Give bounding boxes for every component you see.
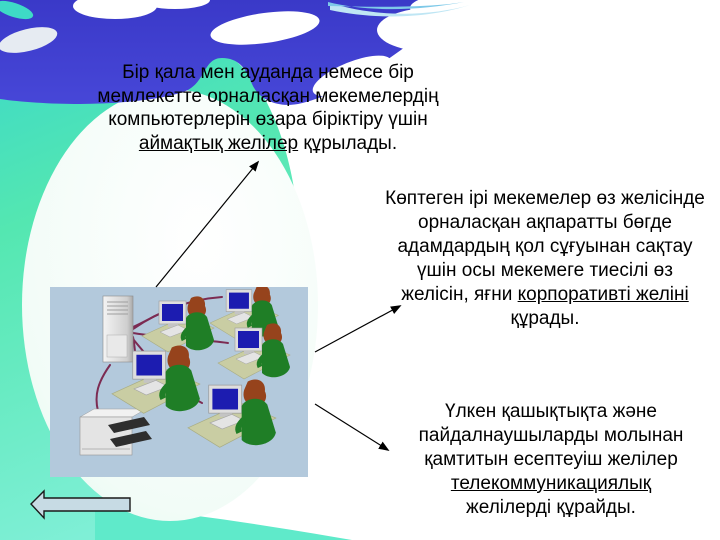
back-arrow-icon[interactable] [30, 489, 131, 520]
text-line: Көптеген ірі мекемелер өз желісінде [385, 188, 705, 209]
text-line: телекоммуникациялық [395, 472, 707, 496]
text-line: орналасқан ақпаратты бөгде [418, 212, 672, 233]
text-line: желісін, яғни корпоративті желіні [401, 284, 689, 305]
text-block-corporate-networks: Көптеген ірі мекемелер өз желісінде орнал… [378, 187, 712, 331]
teal-accent-patch [0, 0, 34, 20]
underlined-term: аймақтық желілер [138, 132, 299, 154]
blue-wisp-shape [328, 2, 470, 17]
text-block-telecom-networks: Үлкен қашықтықта және пайдалнаушыларды мо… [395, 400, 707, 520]
connector-arrow-to-telecom-text [314, 403, 390, 451]
text-line: компьютерлерін өзара біріктіру үшін [108, 109, 428, 130]
text-line: үшін осы мекемеге тиесілі өз [417, 260, 673, 281]
text-line: пайдалнаушыларды молынан [418, 425, 684, 446]
text-line: қамтитын есептеуіш желілер [424, 449, 678, 470]
underlined-term: корпоративті желіні [517, 284, 689, 305]
text-line: құрады. [510, 308, 580, 329]
text-line: желілерді құрайды. [466, 497, 636, 518]
network-clipart [50, 287, 308, 477]
text-line: аймақтық желілер құрылады. [138, 132, 398, 154]
text-line: Үлкен қашықтықта және [445, 401, 657, 422]
text-line: мемлекетте орналасқан мекемелердің [97, 85, 439, 107]
connector-arrow-to-regional-text [155, 160, 260, 288]
underlined-term: телекоммуникациялық [450, 473, 652, 494]
printer-graphic [79, 408, 152, 456]
back-arrow-button[interactable] [18, 482, 136, 524]
server-tower-graphic [102, 295, 134, 363]
text-line: Бір қала мен ауданда немесе бір [122, 62, 414, 83]
text-line: адамдардың қол сұғуынан сақтау [397, 236, 693, 257]
